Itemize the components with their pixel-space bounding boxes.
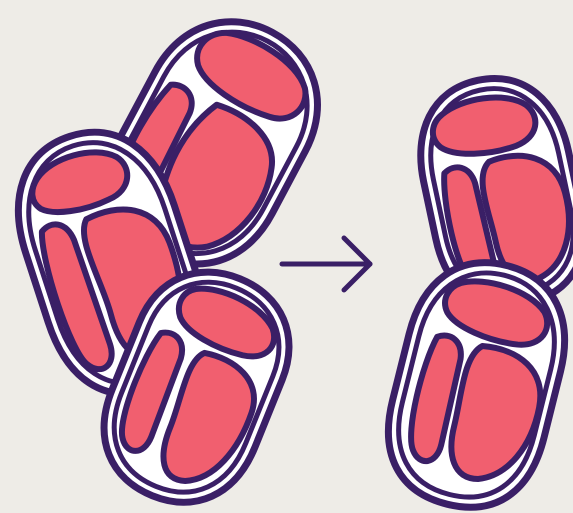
right-cell-group: [371, 65, 573, 513]
left-cell-group: [0, 0, 347, 513]
arrow-right-icon: [282, 238, 370, 290]
cell-lower: [371, 247, 573, 513]
